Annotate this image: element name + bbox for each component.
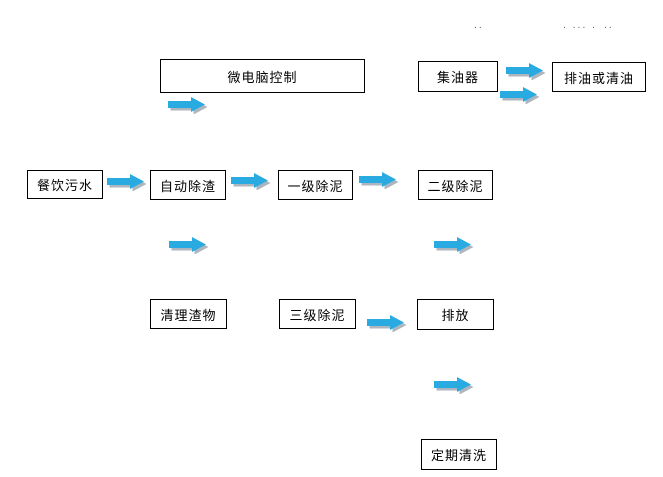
- arrow-body: [506, 63, 543, 78]
- flow-arrow-below-deslag: [169, 236, 209, 254]
- arrow-body: [434, 377, 471, 392]
- flow-arrow-wastewater-to-deslag: [107, 173, 147, 191]
- node-periodic-cleaning: 定期清洗: [421, 439, 497, 470]
- flow-arrow-below-discharge: [434, 376, 474, 394]
- node-catering-wastewater: 餐饮污水: [27, 170, 103, 199]
- node-tertiary-desludging: 三级除泥: [279, 299, 356, 329]
- node-label: 一级除泥: [287, 179, 344, 195]
- flow-arrow-below-collector: [500, 86, 540, 104]
- node-label: 三级除泥: [289, 308, 346, 324]
- arrow-body: [359, 172, 396, 187]
- node-auto-deslagging: 自动除渣: [150, 170, 226, 200]
- arrow-body: [367, 315, 404, 330]
- node-label: 集油器: [436, 71, 479, 86]
- arrow-body: [500, 87, 537, 102]
- flow-arrow-tertiary-to-discharge: [367, 314, 407, 332]
- node-drain-or-clean-oil: 排油或清油: [552, 62, 646, 92]
- node-label: 清理渣物: [160, 308, 217, 324]
- artifact-dots-mid: . ... .: [563, 21, 598, 31]
- node-label: 排油或清油: [563, 71, 634, 87]
- node-clear-residue: 清理渣物: [150, 299, 227, 329]
- arrow-body: [169, 237, 206, 252]
- node-label: 自动除渣: [159, 179, 216, 195]
- flow-arrow-below-control: [168, 96, 208, 114]
- arrow-body: [231, 173, 268, 188]
- node-secondary-desludging: 二级除泥: [418, 170, 493, 200]
- node-discharge: 排放: [417, 299, 494, 330]
- node-label: 定期清洗: [430, 449, 487, 464]
- flow-arrow-collector-to-drain: [506, 62, 546, 80]
- artifact-dots-right: ..: [604, 21, 614, 31]
- node-microcomputer-control: 微电脑控制: [160, 59, 365, 93]
- flow-arrow-below-secondary: [434, 236, 474, 254]
- arrow-body: [168, 97, 205, 112]
- flow-arrow-primary-to-secondary: [359, 171, 399, 189]
- artifact-dots-left: ..: [474, 21, 484, 31]
- node-label: 排放: [441, 309, 470, 324]
- arrow-body: [107, 174, 144, 189]
- arrow-body: [434, 237, 471, 252]
- node-primary-desludging: 一级除泥: [278, 170, 353, 200]
- node-label: 餐饮污水: [36, 179, 93, 194]
- node-oil-collector: 集油器: [418, 61, 498, 92]
- node-label: 二级除泥: [427, 179, 484, 195]
- flow-arrow-deslag-to-primary: [231, 172, 271, 190]
- node-label: 微电脑控制: [227, 70, 298, 86]
